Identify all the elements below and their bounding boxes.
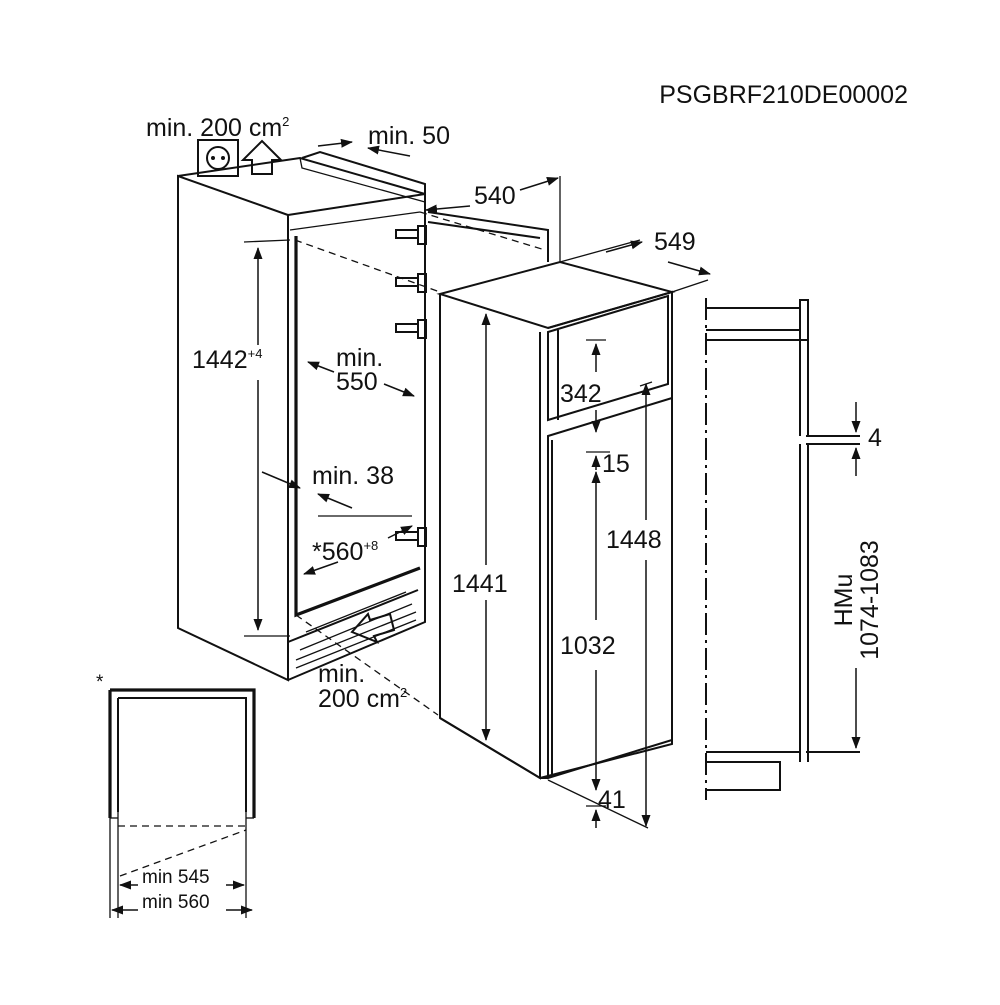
niche-cabinet: [177, 150, 546, 716]
panel-min-outer-label: min 560: [142, 892, 210, 913]
niche-width-label: *560+8: [312, 538, 378, 566]
hinge-gap-label: 4: [868, 424, 882, 452]
appliance-width-label: 540: [474, 182, 516, 210]
ventilation-top-label: min. 200 cm2: [146, 114, 289, 142]
open-door: [427, 211, 549, 262]
freezer-door-height-label: 342: [560, 380, 602, 408]
air-flow-bottom-icon: [350, 612, 396, 644]
door-hinges: [395, 225, 427, 547]
door-hmu-label: HMu1074-1083: [830, 540, 884, 660]
appliance-depth-label: 549: [654, 228, 696, 256]
rear-gap-label: min. 50: [368, 122, 450, 150]
power-socket-icon: [197, 139, 239, 177]
ventilation-bottom-label: min.200 cm2: [318, 660, 407, 713]
niche-depth-label: min.550: [336, 344, 383, 396]
appliance: [436, 260, 676, 780]
reference-code: PSGBRF210DE00002: [659, 81, 908, 109]
side-section: [705, 298, 860, 800]
bottom-offset-label: 41: [598, 786, 626, 814]
air-flow-up-icon: [240, 139, 284, 175]
door-gap-label: 15: [602, 450, 630, 478]
panel-min-inner-label: min 545: [142, 867, 210, 888]
plan-view: [108, 688, 256, 918]
side-wall-label: min. 38: [312, 462, 394, 490]
fridge-door-height-label: 1032: [560, 632, 616, 660]
appliance-height-label: 1448: [606, 526, 662, 554]
body-height-label: 1441: [452, 570, 508, 598]
footnote-marker: *: [96, 672, 104, 693]
niche-height-label: 1442+4: [192, 346, 262, 374]
